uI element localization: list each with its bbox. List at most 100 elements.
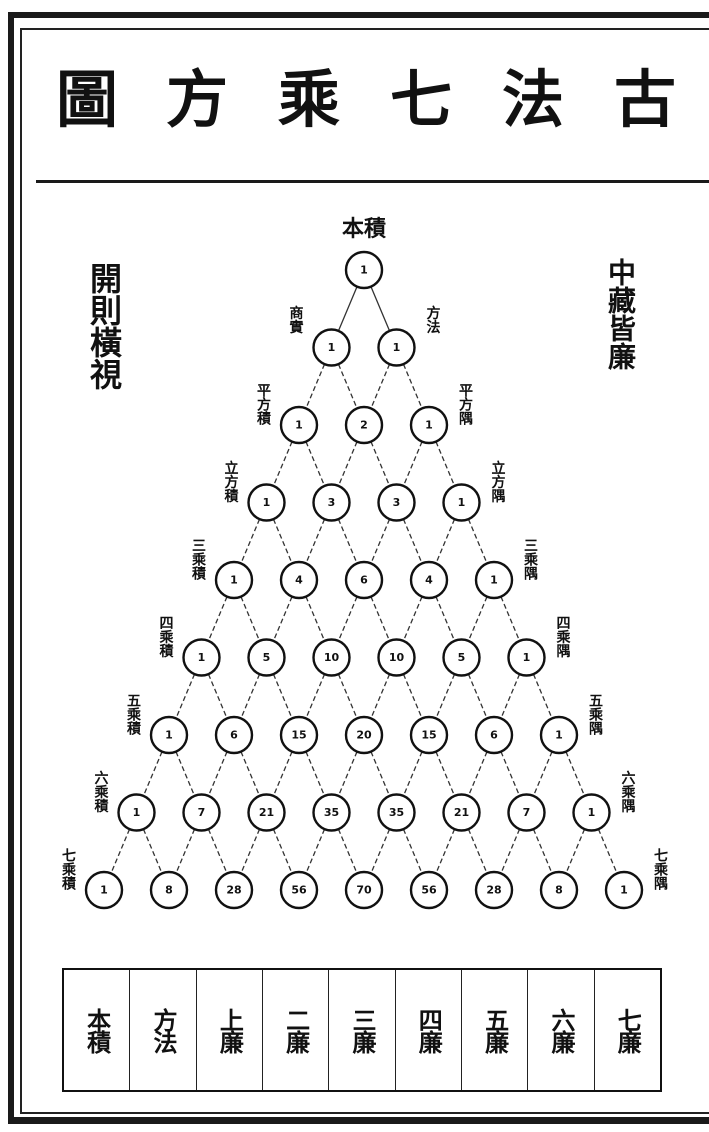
connector-line (532, 751, 553, 797)
node-circle (474, 870, 514, 910)
node-circle (279, 870, 319, 910)
row-label-right: 七乘隅 (652, 848, 669, 891)
coefficient-node: 1 (247, 483, 286, 522)
node-circle (344, 250, 384, 290)
node-circle (377, 793, 416, 832)
coefficient-node: 1 (182, 638, 221, 677)
coefficient-node: 1 (572, 793, 611, 832)
connector-line (272, 441, 293, 487)
connector-line (175, 751, 196, 797)
coefficient-node: 1 (149, 715, 189, 755)
coefficient-node: 1 (604, 870, 644, 910)
coefficient-node: 1 (117, 793, 156, 832)
title-divider (36, 180, 709, 183)
node-circle (442, 793, 481, 832)
node-circle (312, 638, 351, 677)
connector-line (142, 751, 163, 797)
row-label-left: 立方積 (223, 460, 240, 504)
legend-label: 二廉 (281, 1008, 311, 1052)
legend-cell: 方法 (130, 970, 197, 1090)
connector-line (370, 751, 391, 797)
node-circle (539, 715, 579, 755)
apex-label: 本積 (342, 216, 387, 242)
node-value: 1 (555, 729, 563, 742)
connector-line (305, 596, 326, 642)
connector-line (435, 596, 456, 642)
node-value: 28 (226, 884, 241, 897)
connector-line (337, 441, 358, 487)
connector-line (500, 828, 521, 874)
coefficient-node: 10 (377, 638, 416, 677)
title-char: 法 (501, 63, 564, 136)
node-circle (409, 560, 449, 600)
coefficient-node: 3 (312, 483, 351, 522)
node-value: 1 (360, 264, 368, 277)
connector-line (337, 751, 358, 797)
connector-line (402, 363, 423, 409)
node-circle (117, 793, 156, 832)
node-value: 1 (620, 884, 628, 897)
node-circle (312, 793, 351, 832)
connector-line (435, 751, 456, 797)
coefficient-node: 4 (279, 560, 319, 600)
node-circle (344, 405, 384, 445)
node-value: 4 (425, 574, 433, 587)
connector-line (240, 596, 261, 642)
node-circle (344, 870, 384, 910)
node-value: 1 (198, 651, 206, 664)
node-circle (409, 715, 449, 755)
node-value: 1 (165, 729, 173, 742)
connector-line (175, 673, 196, 719)
connector-line (207, 828, 228, 874)
connector-line (272, 751, 293, 797)
row-label-left: 七乘積 (60, 848, 77, 891)
node-value: 10 (324, 651, 340, 664)
connector-line (305, 363, 326, 409)
connector-lines (110, 286, 618, 874)
connector-line (337, 518, 358, 564)
node-value: 6 (490, 729, 498, 742)
connector-line (272, 673, 293, 719)
coefficient-node: 1 (312, 328, 351, 367)
connector-line (500, 673, 521, 719)
side-note-right: 中藏皆廉 (604, 258, 637, 370)
connector-line (110, 828, 131, 874)
node-value: 1 (230, 574, 238, 587)
connector-line (467, 673, 488, 719)
coefficient-node: 15 (279, 715, 319, 755)
node-value: 1 (100, 884, 108, 897)
coefficient-node: 1 (409, 405, 449, 445)
coefficient-node: 21 (442, 793, 481, 832)
node-value: 1 (588, 806, 596, 819)
connector-line (500, 596, 521, 642)
connector-line (337, 673, 358, 719)
node-circle (409, 405, 449, 445)
node-value: 1 (133, 806, 141, 819)
coefficient-node: 28 (214, 870, 254, 910)
coefficient-node: 6 (474, 715, 514, 755)
connector-line (370, 441, 391, 487)
title-char: 古 (613, 63, 676, 136)
node-circle (214, 715, 254, 755)
connector-line (597, 828, 618, 874)
connector-line (402, 518, 423, 564)
connector-line (305, 441, 326, 487)
node-circle (279, 405, 319, 445)
side-note-left: 開則橫視 (85, 262, 123, 390)
connector-line (402, 596, 423, 642)
connector-line (565, 751, 586, 797)
connector-line (305, 673, 326, 719)
connector-line (402, 751, 423, 797)
connector-line (467, 751, 488, 797)
node-circle (507, 638, 546, 677)
legend-label: 上廉 (215, 1008, 245, 1052)
connector-line (240, 751, 261, 797)
node-value: 10 (389, 651, 405, 664)
node-value: 6 (230, 729, 238, 742)
node-circle (442, 638, 481, 677)
node-circle (149, 715, 189, 755)
connector-line (467, 828, 488, 874)
node-circle (344, 715, 384, 755)
node-circle (474, 560, 514, 600)
legend-cell: 五廉 (462, 970, 529, 1090)
